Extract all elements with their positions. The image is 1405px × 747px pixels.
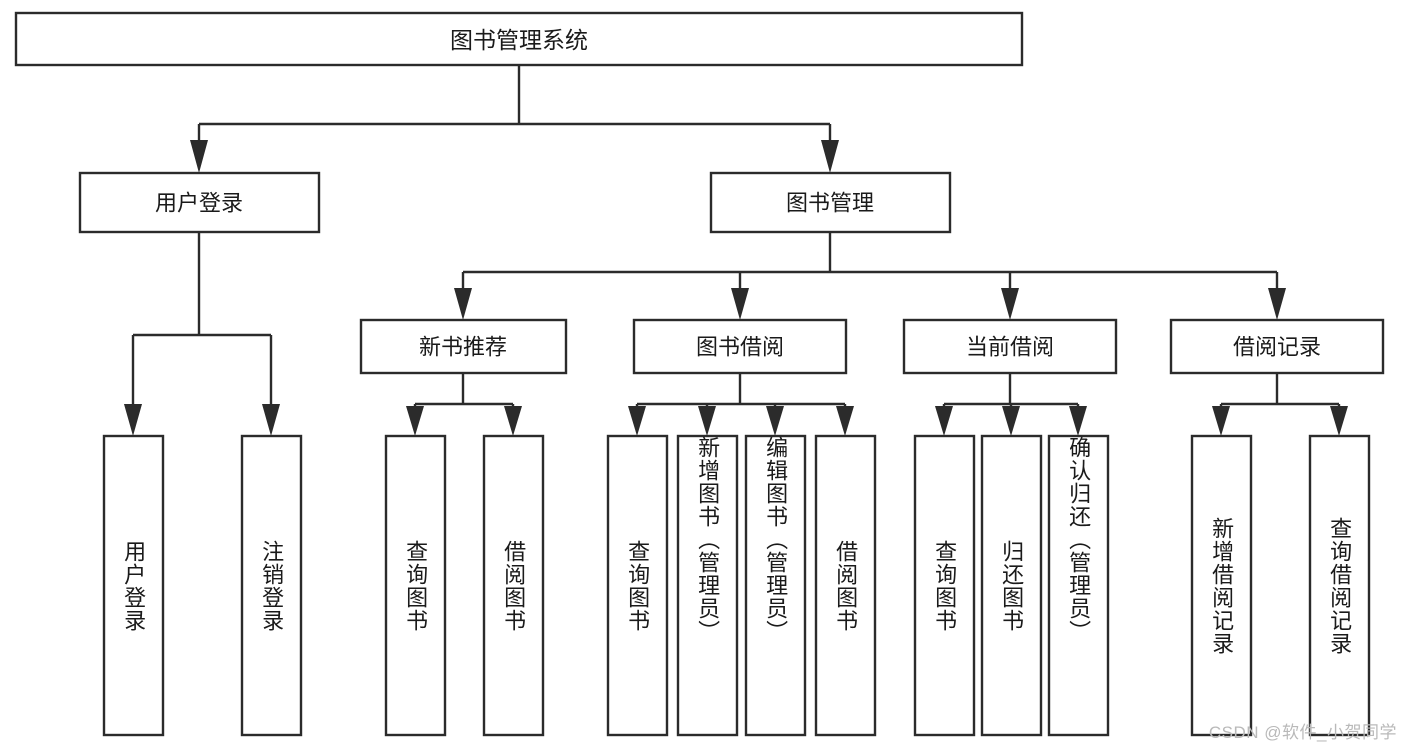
arrowhead-leaf-query-book-2 — [628, 406, 646, 436]
arrowhead-user-login — [190, 140, 208, 173]
arrowhead-book-management — [821, 140, 839, 173]
arrowhead-borrow-record — [1268, 288, 1286, 320]
leaf-add-book-box[interactable] — [676, 434, 739, 737]
arrowhead-leaf-logout-login — [262, 404, 280, 436]
arrowhead-new-book-recommend — [454, 288, 472, 320]
arrowhead-leaf-query-book-1 — [406, 406, 424, 436]
node-borrow-record-label: 借阅记录 — [1233, 335, 1321, 360]
arrowhead-current-borrow — [1001, 288, 1019, 320]
arrowhead-leaf-borrow-book-2 — [836, 406, 854, 436]
leaf-query-book-1-box[interactable] — [384, 434, 447, 737]
node-root-box[interactable] — [14, 11, 1024, 67]
arrowhead-leaf-add-record — [1212, 406, 1230, 436]
leaf-box-layer — [102, 434, 1371, 737]
leaf-query-record-box[interactable] — [1308, 434, 1371, 737]
leaf-borrow-book-1-box[interactable] — [482, 434, 545, 737]
node-borrow-record[interactable]: 借阅记录 — [1169, 318, 1385, 375]
leaf-confirm-return-box[interactable] — [1047, 434, 1110, 737]
node-new-book-recommend[interactable]: 新书推荐 — [359, 318, 568, 375]
arrowhead-leaf-edit-book — [766, 406, 784, 436]
node-user-login[interactable]: 用户登录 — [78, 171, 321, 234]
leaf-edit-book-box[interactable] — [744, 434, 807, 737]
arrowhead-leaf-confirm-return — [1069, 406, 1087, 436]
node-current-borrow[interactable]: 当前借阅 — [902, 318, 1118, 375]
node-book-management-box[interactable] — [709, 171, 952, 234]
arrowhead-leaf-query-record — [1330, 406, 1348, 436]
leaf-logout-login-box[interactable] — [240, 434, 303, 737]
node-new-book-recommend-box[interactable] — [359, 318, 568, 375]
node-book-management-label: 图书管理 — [786, 191, 874, 216]
node-root-label: 图书管理系统 — [450, 27, 588, 53]
node-user-login-box[interactable] — [78, 171, 321, 234]
node-book-borrow[interactable]: 图书借阅 — [632, 318, 848, 375]
connector-layer — [124, 65, 1348, 436]
arrowhead-leaf-borrow-book-1 — [504, 406, 522, 436]
node-book-borrow-label: 图书借阅 — [696, 335, 784, 360]
leaf-user-login-box[interactable] — [102, 434, 165, 737]
leaf-add-record-box[interactable] — [1190, 434, 1253, 737]
leaf-query-book-2-box[interactable] — [606, 434, 669, 737]
leaf-return-book-box[interactable] — [980, 434, 1043, 737]
arrowhead-leaf-return-book — [1002, 406, 1020, 436]
watermark-text: CSDN @软件_小贺同学 — [1208, 723, 1397, 742]
leaf-borrow-book-2-box[interactable] — [814, 434, 877, 737]
arrowhead-leaf-query-book-3 — [935, 406, 953, 436]
node-root[interactable]: 图书管理系统 — [14, 11, 1024, 67]
node-book-management[interactable]: 图书管理 — [709, 171, 952, 234]
node-user-login-label: 用户登录 — [155, 191, 243, 216]
leaf-query-book-3-box[interactable] — [913, 434, 976, 737]
arrowhead-leaf-add-book — [698, 406, 716, 436]
node-new-book-recommend-label: 新书推荐 — [419, 335, 507, 360]
node-current-borrow-box[interactable] — [902, 318, 1118, 375]
node-borrow-record-box[interactable] — [1169, 318, 1385, 375]
arrowhead-book-borrow — [731, 288, 749, 320]
node-book-borrow-box[interactable] — [632, 318, 848, 375]
node-current-borrow-label: 当前借阅 — [966, 335, 1054, 360]
arrowhead-leaf-user-login — [124, 404, 142, 436]
